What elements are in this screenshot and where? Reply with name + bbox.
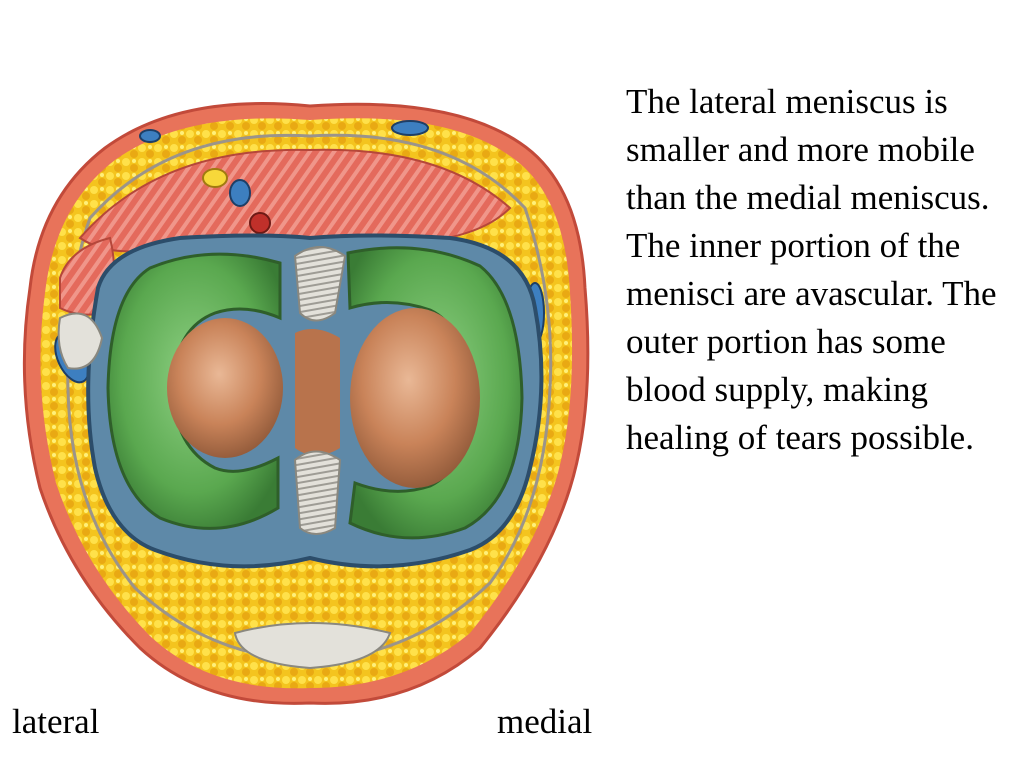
medial-label: medial (497, 702, 593, 741)
posterior-cruciate-ligament (293, 450, 342, 535)
vessel (391, 120, 429, 136)
vessel (229, 179, 251, 207)
artery (249, 212, 271, 234)
posterior-fat-pad (233, 622, 392, 670)
description-text: The lateral meniscus is smaller and more… (626, 82, 997, 457)
lateral-bursa (57, 312, 104, 370)
vessel (139, 129, 161, 143)
vessel (202, 168, 228, 188)
anterior-cruciate-ligament (293, 246, 347, 322)
medial-tibial-cartilage (350, 308, 480, 488)
lateral-tibial-cartilage (167, 318, 283, 458)
fascia-line (66, 133, 553, 662)
lateral-label: lateral (12, 702, 100, 741)
knee-cross-section-illustration (22, 102, 590, 705)
intercondylar-area (295, 329, 340, 456)
